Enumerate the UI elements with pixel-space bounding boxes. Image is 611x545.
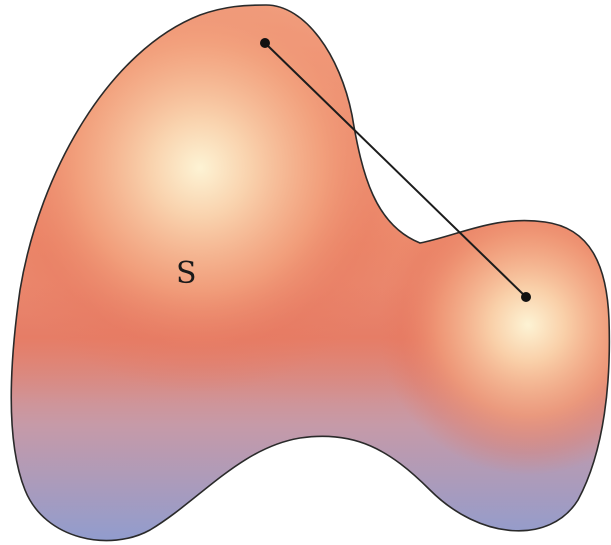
line-segment	[264, 42, 527, 298]
set-boundary	[10, 4, 611, 542]
endpoint-lower	[521, 292, 531, 302]
endpoint-upper	[260, 38, 270, 48]
set-label: S	[176, 256, 197, 291]
